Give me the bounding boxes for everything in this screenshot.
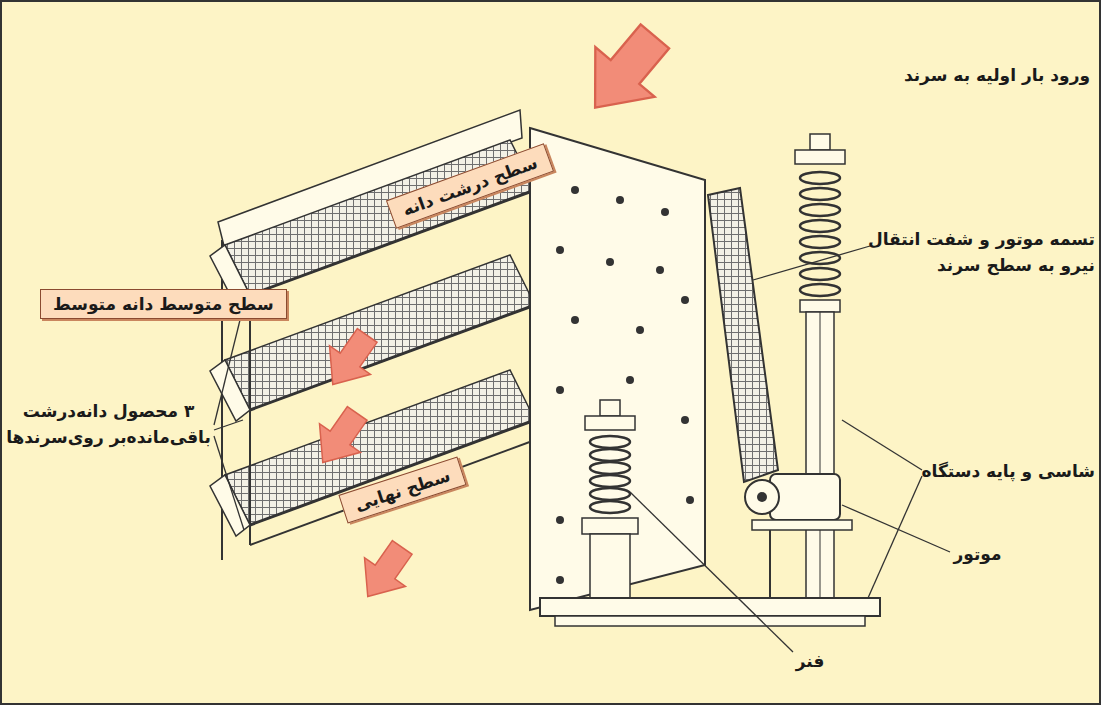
part-label: تسمه موتور و شفت انتقال نیرو به سطح سرند	[840, 226, 1095, 279]
feed-label: ورود بار اولیه به سرند	[800, 62, 1090, 88]
box-text: سطح درشت دانه	[400, 152, 540, 219]
deck-label-box: سطح متوسط دانه متوسط	[40, 289, 287, 319]
part-label: موتور	[940, 541, 1015, 567]
box-text: سطح نهایی	[352, 465, 452, 515]
part-label: شاسی و پایه دستگاه	[900, 458, 1095, 484]
part-label: فنر	[780, 648, 840, 674]
box-text: سطح متوسط دانه متوسط	[53, 294, 274, 314]
deck-label-box: سطح درشت دانه	[386, 143, 554, 229]
product-label: ۳ محصول دانه‌درشت باقی‌مانده‌بر روی‌سرند…	[5, 398, 212, 451]
deck-label-box: سطح نهایی	[338, 456, 466, 523]
